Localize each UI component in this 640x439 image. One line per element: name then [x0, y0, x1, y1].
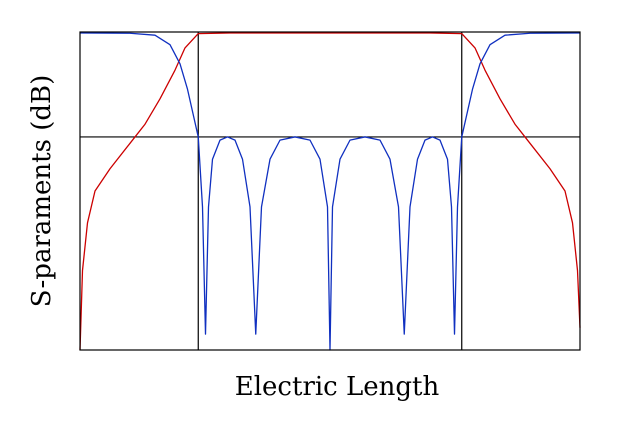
y-axis-title: S-paraments (dB)	[27, 75, 57, 308]
series-group	[79, 32, 581, 351]
series-line-1	[79, 32, 581, 351]
reference-lines	[80, 32, 580, 350]
series-line-2	[79, 32, 581, 351]
plot-frame	[79, 31, 581, 351]
x-axis-title: Electric Length	[235, 372, 440, 402]
